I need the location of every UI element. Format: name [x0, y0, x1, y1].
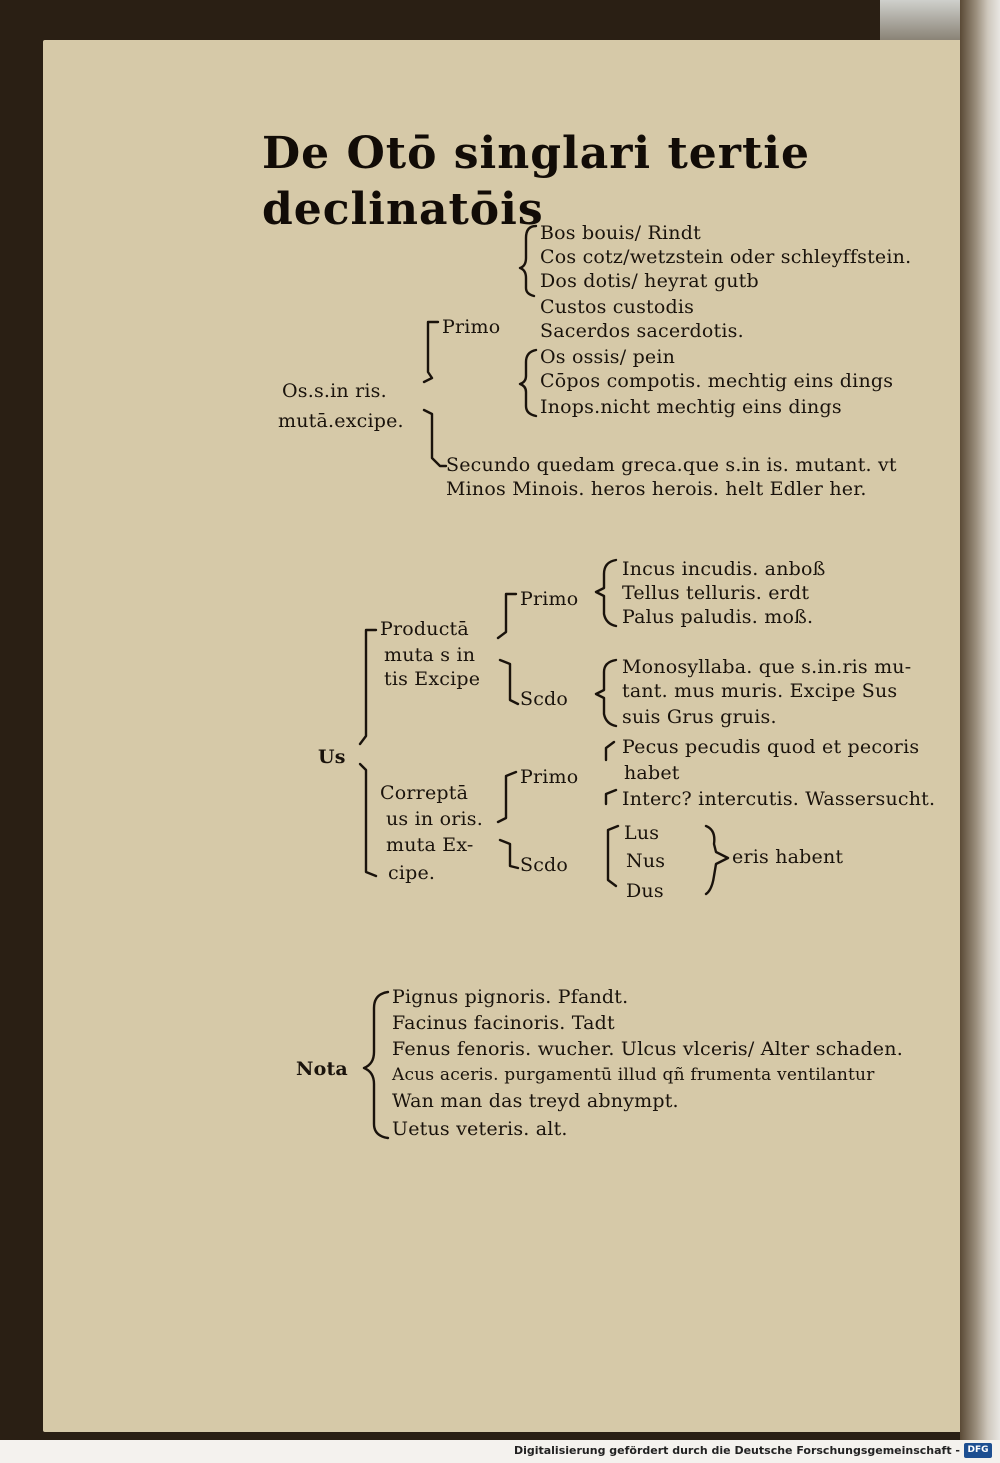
s2-producta-primo-line: Tellus telluris. erdt	[622, 582, 810, 604]
s3-nota-line: Facinus facinoris. Tadt	[392, 1012, 615, 1034]
s3-nota-line: Uetus veteris. alt.	[392, 1118, 568, 1140]
s1-middle-line: Sacerdos sacerdotis.	[540, 320, 744, 342]
s2-producta-scdo-line: Monosyllaba. que s.in.ris mu-	[622, 656, 912, 678]
s2-producta-scdo-line: tant. mus muris. Excipe Sus	[622, 680, 898, 702]
s3-nota-label: Nota	[296, 1058, 348, 1080]
s2-producta-line: muta s in	[384, 644, 476, 666]
page-title: De Otō singlari tertie declinatōis	[262, 128, 811, 235]
footer-credit: Digitalisierung gefördert durch die Deut…	[513, 1444, 960, 1457]
s1-primo-label: Primo	[442, 316, 501, 338]
s2-scdo-word: Nus	[626, 850, 666, 872]
s2-producta-scdo-line: suis Grus gruis.	[622, 706, 777, 728]
s1-group-a-line: Cos cotz/wetzstein oder schleyffstein.	[540, 246, 912, 268]
s3-nota-line: Acus aceris. purgamentū illud qñ frument…	[392, 1065, 875, 1085]
s2-primo-label: Primo	[520, 588, 579, 610]
s1-secundo-line: Minos Minois. heros herois. helt Edler h…	[446, 478, 867, 500]
s1-group-a-line: Bos bouis/ Rindt	[540, 222, 701, 244]
book-spine-shadow	[960, 0, 1000, 1440]
s3-nota-line: Pignus pignoris. Pfandt.	[392, 986, 629, 1008]
s2-scdo-word: Lus	[624, 822, 660, 844]
s1-group-b-line: Cōpos compotis. mechtig eins dings	[540, 370, 894, 392]
s2-correpta-primo-line: Interc? intercutis. Wassersucht.	[622, 788, 936, 810]
s1-group-a-line: Dos dotis/ heyrat gutb	[540, 270, 759, 292]
s1-middle-line: Custos custodis	[540, 296, 695, 318]
s1-group-b-line: Inops.nicht mechtig eins dings	[540, 396, 842, 418]
s1-group-b-line: Os ossis/ pein	[540, 346, 676, 368]
s3-nota-line: Fenus fenoris. wucher. Ulcus vlceris/ Al…	[392, 1038, 903, 1060]
s2-correpta-line: muta Ex-	[386, 834, 474, 856]
s2-producta-line: tis Excipe	[384, 668, 481, 690]
s1-rule-line: Os.s.in ris.	[282, 380, 387, 402]
s2-producta-line: Productā	[380, 618, 469, 640]
s2-primo-label: Primo	[520, 766, 579, 788]
s1-rule-line: mutā.excipe.	[278, 410, 404, 432]
s2-scdo-label: Scdo	[520, 854, 569, 876]
s2-correpta-line: Correptā	[380, 782, 469, 804]
s2-correpta-line: cipe.	[388, 862, 436, 884]
s3-nota-line: Wan man das treyd abnympt.	[392, 1090, 679, 1112]
s2-scdo-label: Scdo	[520, 688, 569, 710]
s2-root-us: Us	[318, 746, 346, 768]
book-page	[43, 40, 973, 1432]
s2-producta-primo-line: Incus incudis. anboß	[622, 558, 826, 580]
s2-scdo-word: Dus	[626, 880, 664, 902]
dfg-logo: DFG	[964, 1443, 992, 1458]
s2-correpta-line: us in oris.	[386, 808, 483, 830]
s2-correpta-primo-line: Pecus pecudis quod et pecoris	[622, 736, 920, 758]
s2-scdo-note: eris habent	[732, 846, 844, 868]
s2-producta-primo-line: Palus paludis. moß.	[622, 606, 814, 628]
s1-secundo-line: Secundo quedam greca.que s.in is. mutant…	[446, 454, 897, 476]
s2-correpta-primo-line: habet	[624, 762, 680, 784]
footer-bar: Digitalisierung gefördert durch die Deut…	[0, 1440, 1000, 1463]
